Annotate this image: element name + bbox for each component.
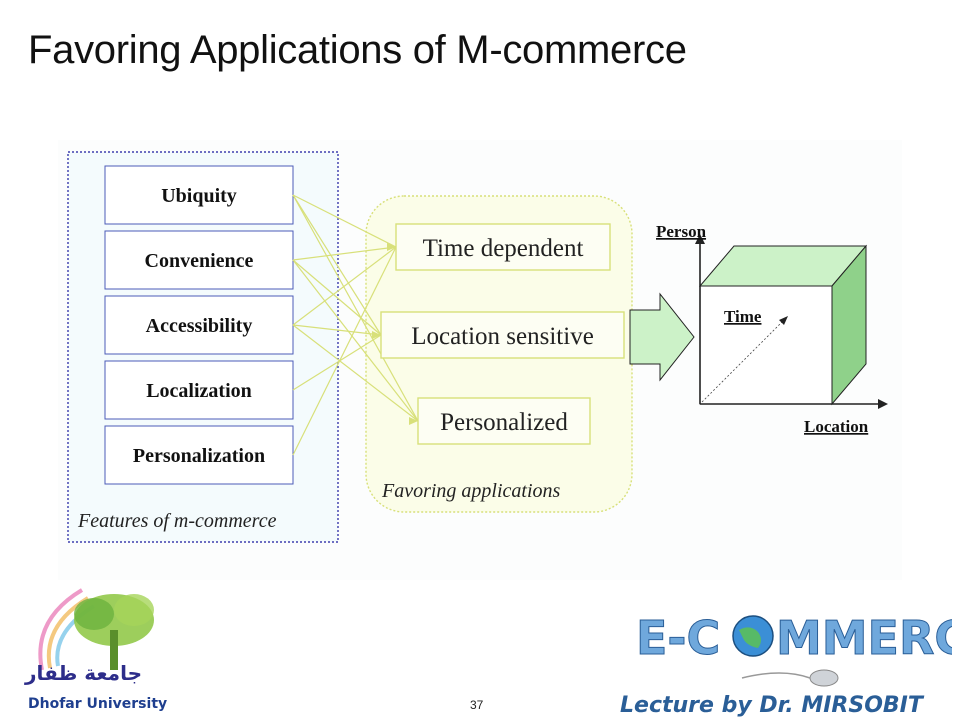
feature-boxes: UbiquityConvenienceAccessibilityLocaliza… [104, 165, 294, 485]
logo-arc-pink [38, 588, 84, 671]
tree-trunk [110, 630, 118, 670]
connector-arrowhead [372, 331, 381, 339]
university-name: Dhofar University [28, 696, 167, 712]
connector-lines [292, 194, 419, 456]
application-box [380, 311, 625, 359]
connector-line [292, 194, 419, 422]
connector-line [292, 246, 397, 326]
ecommerce-logo: E-C MMERCE Lecture by Dr. MIRSOBIT [620, 611, 952, 719]
location-axis-arrowhead [878, 399, 888, 409]
feature-label: Convenience [145, 250, 254, 272]
connector-arrowhead [387, 243, 396, 251]
feature-label: Ubiquity [161, 185, 237, 207]
connector-line [292, 246, 397, 261]
feature-box [104, 360, 294, 420]
page-number: 37 [470, 698, 484, 712]
connector-line [292, 334, 382, 391]
time-axis-arrowhead [779, 316, 788, 325]
connector-line [292, 246, 397, 456]
m-commerce-diagram: UbiquityConvenienceAccessibilityLocaliza… [58, 140, 902, 580]
mouse-cable [741, 672, 811, 679]
connector-line [292, 194, 397, 248]
connector-line [292, 324, 419, 422]
application-box [417, 397, 591, 445]
feature-label: Personalization [133, 445, 265, 467]
feature-box [104, 425, 294, 485]
person-axis-label: Person [656, 222, 707, 241]
connector-line [292, 259, 382, 336]
application-label: Personalized [440, 409, 568, 436]
applications-caption: Favoring applications [381, 480, 561, 502]
tree-canopy-right [114, 594, 154, 626]
university-arabic-name: جامعة ظفار [24, 661, 142, 685]
ecommerce-word-right: MMERCE [776, 611, 952, 665]
connector-line [292, 324, 382, 336]
tree-canopy-left [74, 598, 114, 630]
connector-line [292, 259, 419, 422]
application-box [395, 223, 611, 271]
cube-front-face [699, 285, 833, 405]
globe-land [739, 627, 761, 648]
application-label: Location sensitive [411, 323, 594, 350]
time-axis [701, 321, 783, 403]
ecommerce-word-left: E-C [636, 611, 720, 665]
location-axis-label: Location [804, 417, 869, 436]
feature-label: Accessibility [146, 315, 253, 337]
features-caption: Features of m-commerce [77, 510, 277, 532]
feature-label: Localization [146, 380, 252, 402]
connector-line [292, 194, 382, 336]
slide-title: Favoring Applications of M-commerce [28, 28, 687, 72]
feature-box [104, 230, 294, 290]
person-axis-arrowhead [695, 234, 705, 244]
feature-box [104, 295, 294, 355]
flow-arrow [629, 292, 695, 382]
lecture-by-text: Lecture by Dr. MIRSOBIT [620, 693, 925, 718]
application-label: Time dependent [423, 235, 584, 262]
time-axis-label: Time [724, 307, 762, 326]
dhofar-university-logo: جامعة ظفار Dhofar University [24, 588, 167, 712]
mouse-icon [809, 669, 839, 687]
cube-diagram: Person Time Location [656, 222, 888, 436]
connector-arrowhead [409, 417, 418, 425]
